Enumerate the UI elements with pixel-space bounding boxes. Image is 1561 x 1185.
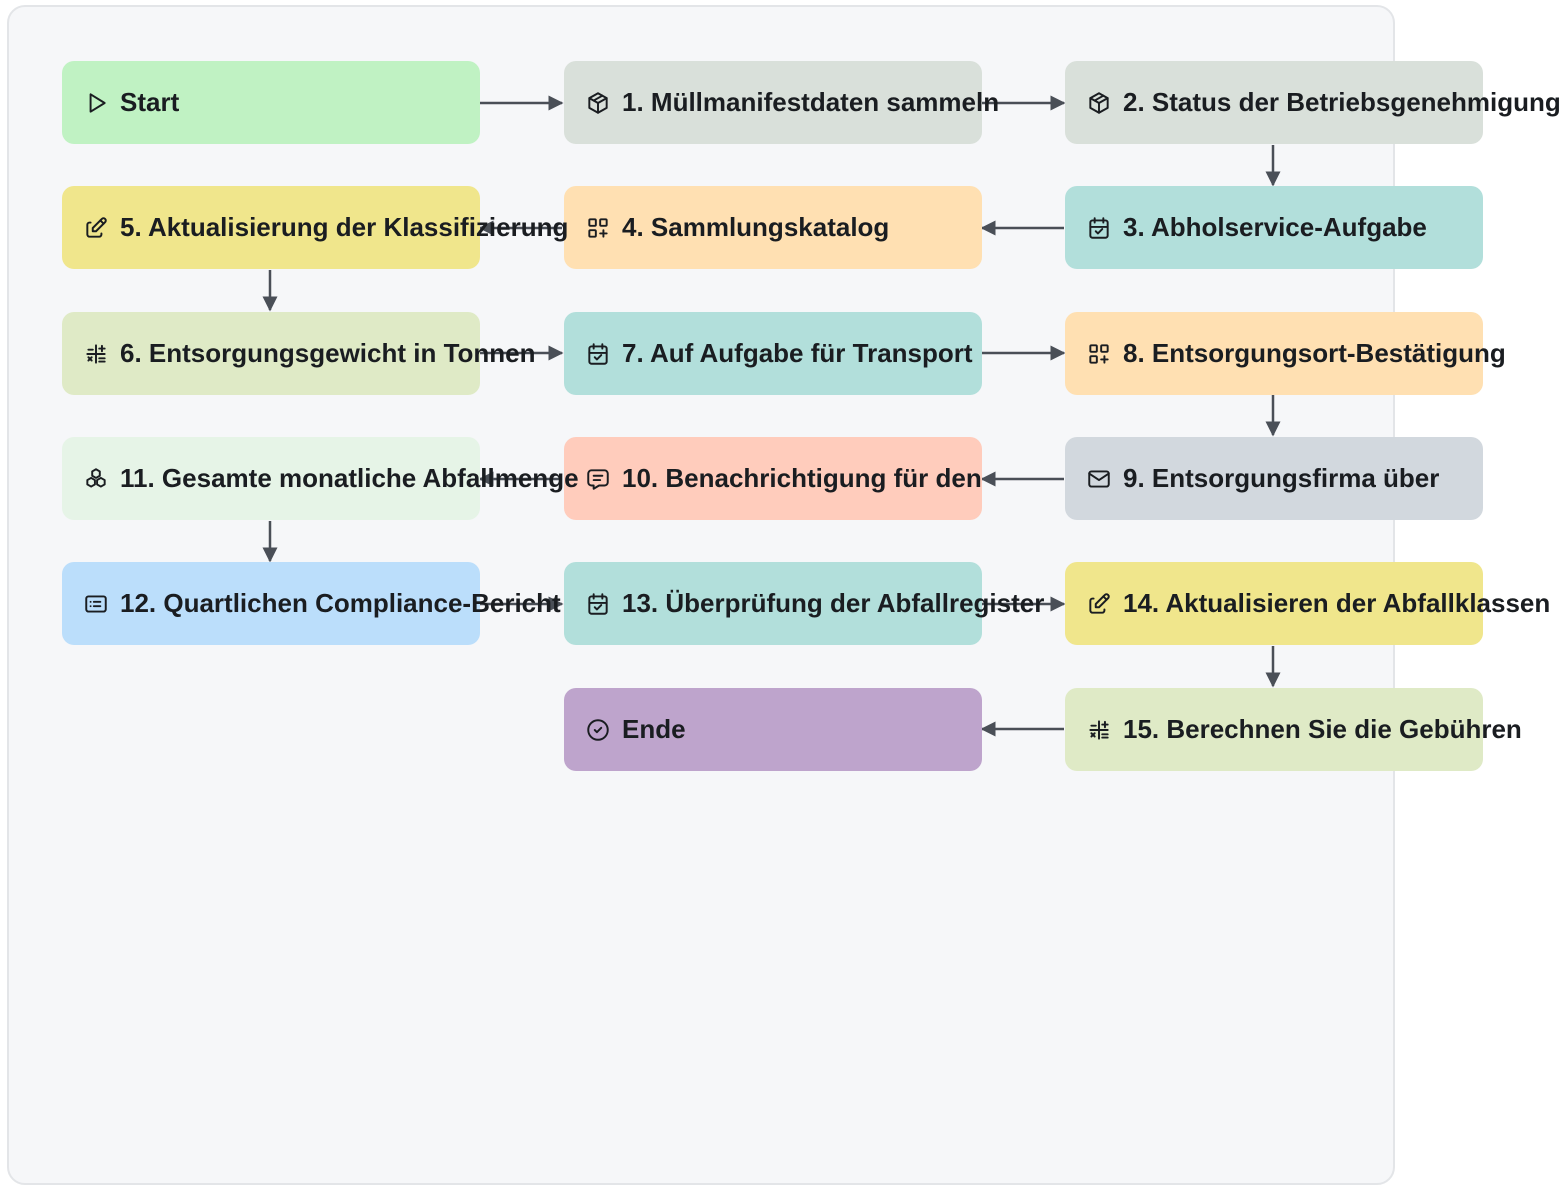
node-n9[interactable]: 9. Entsorgungsfirma über: [1065, 437, 1483, 520]
node-label: 14. Aktualisieren der Abfallklassen: [1123, 588, 1551, 618]
node-label: 5. Aktualisierung der Klassifizierung: [120, 212, 569, 242]
package-icon: [1085, 89, 1113, 117]
apps-add-icon: [1085, 340, 1113, 368]
calculator-icon: [82, 340, 110, 368]
node-label: 15. Berechnen Sie die Gebühren: [1123, 714, 1522, 744]
calculator-icon: [1085, 716, 1113, 744]
node-n13[interactable]: 13. Überprüfung der Abfallregister: [564, 562, 1045, 645]
node-n3[interactable]: 3. Abholservice-Aufgabe: [1065, 186, 1483, 269]
node-n8[interactable]: 8. Entsorgungsort-Bestätigung: [1065, 312, 1506, 395]
node-label: 11. Gesamte monatliche Abfallmenge: [120, 463, 579, 493]
play-icon: [82, 89, 110, 117]
diagram-panel: Start 1. Müllmanifestdaten sammeln 2. Stat…: [7, 5, 1561, 1185]
node-label: 10. Benachrichtigung für den: [622, 463, 982, 493]
calendar-check-icon: [584, 590, 612, 618]
node-label: 7. Auf Aufgabe für Transport: [622, 338, 973, 368]
sms-icon: [584, 465, 612, 493]
node-n10[interactable]: 10. Benachrichtigung für den: [564, 437, 982, 520]
edit-icon: [1085, 590, 1113, 618]
calendar-check-icon: [584, 340, 612, 368]
node-n12[interactable]: 12. Quartlichen Compliance-Bericht: [62, 562, 561, 645]
node-n5[interactable]: 5. Aktualisierung der Klassifizierung: [62, 186, 569, 269]
package-icon: [584, 89, 612, 117]
node-n11[interactable]: 11. Gesamte monatliche Abfallmenge: [62, 437, 579, 520]
node-label: 2. Status der Betriebsgenehmigung: [1123, 87, 1561, 117]
mail-icon: [1085, 465, 1113, 493]
node-n2[interactable]: 2. Status der Betriebsgenehmigung: [1065, 61, 1561, 144]
boxes-icon: [82, 465, 110, 493]
node-label: 8. Entsorgungsort-Bestätigung: [1123, 338, 1506, 368]
node-start[interactable]: Start: [62, 61, 480, 144]
node-n15[interactable]: 15. Berechnen Sie die Gebühren: [1065, 688, 1522, 771]
node-n1[interactable]: 1. Müllmanifestdaten sammeln: [564, 61, 1000, 144]
node-label: 13. Überprüfung der Abfallregister: [622, 588, 1045, 618]
node-label: Ende: [622, 714, 686, 744]
node-label: 9. Entsorgungsfirma über: [1123, 463, 1440, 493]
node-end[interactable]: Ende: [564, 688, 982, 771]
circle-check-icon: [584, 716, 612, 744]
calendar-check-icon: [1085, 214, 1113, 242]
node-label: 4. Sammlungskatalog: [622, 212, 890, 242]
list-details-icon: [82, 590, 110, 618]
node-label: 1. Müllmanifestdaten sammeln: [622, 87, 1000, 117]
node-n14[interactable]: 14. Aktualisieren der Abfallklassen: [1065, 562, 1551, 645]
node-label: Start: [120, 87, 180, 117]
edit-icon: [82, 214, 110, 242]
node-label: 6. Entsorgungsgewicht in Tonnen: [120, 338, 536, 368]
node-n4[interactable]: 4. Sammlungskatalog: [564, 186, 982, 269]
node-n7[interactable]: 7. Auf Aufgabe für Transport: [564, 312, 982, 395]
node-label: 12. Quartlichen Compliance-Bericht: [120, 588, 561, 618]
node-label: 3. Abholservice-Aufgabe: [1123, 212, 1427, 242]
node-n6[interactable]: 6. Entsorgungsgewicht in Tonnen: [62, 312, 536, 395]
apps-add-icon: [584, 214, 612, 242]
